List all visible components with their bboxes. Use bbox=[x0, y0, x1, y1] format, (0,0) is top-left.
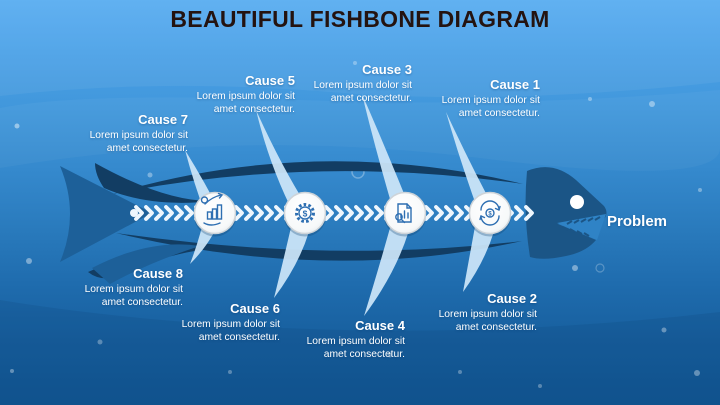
cause-4-label: Cause 4 bbox=[355, 318, 405, 333]
cause-7-description: Lorem ipsum dolor sit amet consectetur. bbox=[89, 129, 188, 154]
bubbles bbox=[10, 61, 702, 388]
cause-5-description: Lorem ipsum dolor sit amet consectetur. bbox=[196, 90, 295, 115]
fish-teeth-upper bbox=[566, 216, 601, 225]
fish-teeth-lower bbox=[562, 226, 590, 237]
cause-3-block: Cause 3 Lorem ipsum dolor sit amet conse… bbox=[294, 62, 412, 106]
fish-mouth bbox=[557, 214, 606, 240]
node-4: $ bbox=[468, 191, 512, 237]
cause-3-description: Lorem ipsum dolor sit amet consectetur. bbox=[313, 79, 412, 104]
gear-dollar-symbol: $ bbox=[303, 209, 308, 219]
cause-4-description: Lorem ipsum dolor sit amet consectetur. bbox=[306, 335, 405, 360]
cause-8-block: Cause 8 Lorem ipsum dolor sit amet conse… bbox=[65, 266, 183, 310]
coin-dollar-symbol: $ bbox=[488, 212, 492, 218]
node-2: $ bbox=[283, 191, 327, 237]
cause-2-block: Cause 2 Lorem ipsum dolor sit amet conse… bbox=[419, 291, 537, 335]
cause-7-block: Cause 7 Lorem ipsum dolor sit amet conse… bbox=[70, 112, 188, 156]
rib-cause-3 bbox=[362, 94, 413, 216]
gear-dollar-icon: $ bbox=[295, 203, 315, 223]
node-1 bbox=[193, 191, 237, 237]
cause-2-description: Lorem ipsum dolor sit amet consectetur. bbox=[438, 308, 537, 333]
fish-spine-tail-joint bbox=[130, 209, 138, 217]
cause-1-description: Lorem ipsum dolor sit amet consectetur. bbox=[441, 94, 540, 119]
fish-back-arc bbox=[112, 161, 523, 194]
fish-head bbox=[525, 167, 607, 259]
cause-3-label: Cause 3 bbox=[362, 62, 412, 77]
cause-5-label: Cause 5 bbox=[245, 73, 295, 88]
fish-upper-fin bbox=[95, 163, 213, 203]
cause-8-description: Lorem ipsum dolor sit amet consectetur. bbox=[84, 283, 183, 308]
spine-nodes: $ bbox=[193, 191, 512, 237]
circular-arrows-coin-icon: $ bbox=[479, 200, 501, 226]
diagram-title: BEAUTIFUL FISHBONE DIAGRAM bbox=[170, 6, 550, 32]
cause-6-label: Cause 6 bbox=[230, 301, 280, 316]
fish-tail bbox=[60, 166, 200, 284]
growth-chart-hand-icon bbox=[200, 192, 224, 226]
cause-1-block: Cause 1 Lorem ipsum dolor sit amet conse… bbox=[422, 77, 540, 121]
cause-6-block: Cause 6 Lorem ipsum dolor sit amet conse… bbox=[162, 301, 280, 345]
fish-belly-arc bbox=[116, 233, 522, 261]
problem-label: Problem bbox=[607, 213, 668, 230]
node-3 bbox=[383, 191, 427, 237]
cause-1-label: Cause 1 bbox=[490, 77, 540, 92]
rib-cause-4 bbox=[364, 210, 414, 316]
cause-5-block: Cause 5 Lorem ipsum dolor sit amet conse… bbox=[177, 73, 295, 117]
cause-7-label: Cause 7 bbox=[138, 112, 188, 127]
cause-2-label: Cause 2 bbox=[487, 291, 537, 306]
cause-4-block: Cause 4 Lorem ipsum dolor sit amet conse… bbox=[287, 318, 405, 362]
cause-6-description: Lorem ipsum dolor sit amet consectetur. bbox=[181, 318, 280, 343]
cause-8-label: Cause 8 bbox=[133, 266, 183, 281]
fish-eye bbox=[570, 195, 584, 209]
document-report-magnifier-icon bbox=[395, 203, 412, 224]
